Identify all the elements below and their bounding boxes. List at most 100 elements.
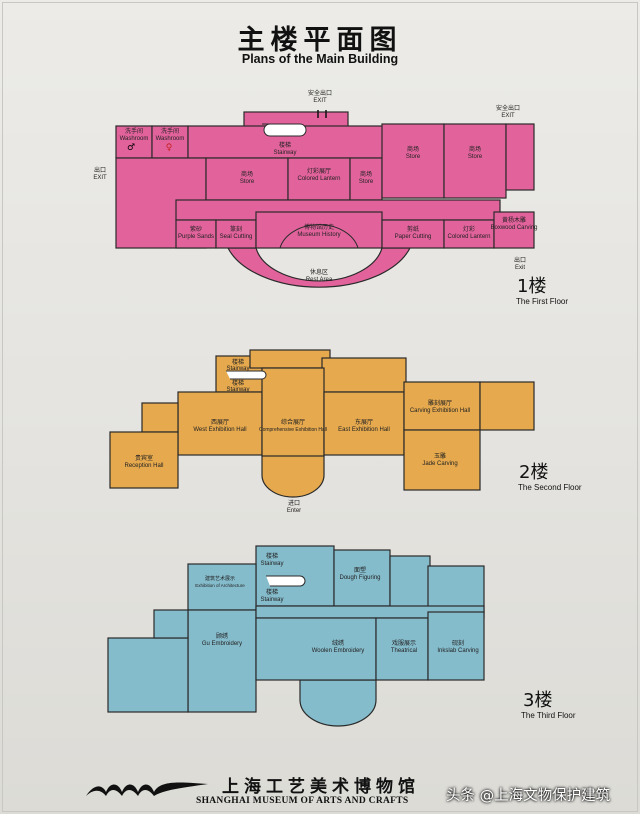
washroom-female-icon: ♀: [166, 143, 173, 153]
label-f3-stair2-cn: 楼梯: [266, 588, 278, 596]
label-seal-cn: 篆刻: [230, 225, 242, 233]
seal-cutting-room: [215, 219, 257, 249]
label-arch-cn: 建筑艺术展示: [205, 575, 235, 582]
label-theatrical-en: Theatrical: [391, 648, 417, 654]
label-stair-cn: 楼梯: [279, 141, 291, 149]
label-west-cn: 西展厅: [211, 419, 229, 426]
woolen-room: [255, 617, 377, 681]
washroom-right: [151, 125, 189, 159]
label-enter-cn: 进口: [288, 499, 300, 507]
label-dough-cn: 面塑: [354, 566, 366, 574]
label-comp-en: Comprehensive Exhibition Hall: [259, 427, 327, 433]
label-store3-cn: 商场: [407, 145, 419, 153]
stair-swirl-icon-2: [226, 370, 267, 380]
label-jade-cn: 玉雕: [434, 452, 446, 460]
museum-name-cn: 上海工艺美术博物馆: [222, 777, 420, 797]
label-rest-cn: 休息区: [310, 268, 328, 276]
label-purple-cn: 紫砂: [190, 225, 202, 233]
label-paper-en: Paper Cutting: [395, 234, 432, 240]
label-reception-cn: 贵宾室: [135, 454, 153, 462]
label-woolen-cn: 绒绣: [332, 639, 344, 647]
label-woolen-en: Woolen Embroidery: [312, 648, 365, 654]
label-store2-en: Store: [359, 179, 374, 185]
floor-2-label-en: The Second Floor: [518, 483, 582, 492]
store-mid: [349, 157, 383, 201]
label-history-cn: 博物馆历史: [304, 223, 334, 231]
label-purple-en: Purple Sands: [178, 234, 214, 240]
west-step-3: [153, 609, 189, 639]
label-west-en: West Exhibition Hall: [193, 427, 246, 433]
label-f3-stair1-en: Stairway: [260, 561, 283, 567]
label-exit-west-cn: 出口: [94, 166, 106, 174]
label-f2-stair2-cn: 楼梯: [232, 379, 244, 387]
jade-room: [403, 429, 481, 491]
store-far-east: [505, 123, 535, 191]
label-arch-en: Exhibition of Architecture: [195, 583, 245, 588]
label-exit-top-cn: 安全出口: [308, 89, 332, 97]
carving-east: [479, 381, 535, 431]
label-comp-cn: 综合展厅: [281, 418, 305, 426]
floor-1-label-en: The First Floor: [516, 297, 569, 306]
west-wing-3: [107, 637, 189, 713]
floor-1-label: 1楼: [517, 276, 547, 297]
label-lantern-en: Colored Lantern: [447, 234, 490, 240]
label-exit-west-en: EXIT: [93, 175, 107, 181]
purple-sands-room: [175, 219, 217, 249]
label-f2-stair2-en: Stairway: [226, 387, 249, 393]
label-lantern-cn: 灯彩: [463, 225, 475, 233]
washroom-male-icon: ♂: [127, 143, 135, 153]
label-jade-en: Jade Carving: [422, 461, 457, 467]
label-store1-en: Store: [240, 179, 255, 185]
label-seal-en: Seal Cutting: [220, 234, 253, 240]
label-exit-top-en: EXIT: [313, 98, 327, 104]
label-exit-right-en: Exit: [515, 265, 525, 271]
stair-swirl-icon-3: [266, 575, 306, 587]
label-store2-cn: 商场: [360, 170, 372, 178]
stair-swirl-icon: [262, 123, 307, 137]
east-top-3: [389, 555, 431, 611]
label-history-en: Museum History: [297, 232, 340, 238]
label-gu-cn: 顾绣: [216, 632, 228, 640]
label-theatrical-cn: 戏服展示: [392, 639, 416, 647]
comprehensive-hall: [261, 367, 325, 457]
paper-cutting-room: [381, 219, 445, 249]
label-washroom2-en: Washroom: [156, 136, 185, 142]
label-store4-cn: 商场: [469, 145, 481, 153]
label-boxwood-cn: 黄杨木雕: [502, 216, 526, 224]
label-lanternhall-cn: 灯彩展厅: [307, 167, 331, 175]
label-east-en: East Exhibition Hall: [338, 427, 390, 433]
label-store1-cn: 商场: [241, 170, 253, 178]
page-title: 主楼平面图: [237, 25, 403, 56]
label-carving-en: Carving Exhibition Hall: [410, 408, 470, 414]
enter-semicircle: [261, 454, 325, 498]
label-washroom1-en: Washroom: [120, 136, 149, 142]
label-lanternhall-en: Colored Lantern: [297, 176, 340, 182]
label-inkslab-en: Inkslab Carving: [437, 648, 478, 654]
architecture-room: [187, 563, 257, 611]
label-f2-stair1-cn: 楼梯: [232, 358, 244, 366]
label-f2-stair1-en: Stairway: [226, 366, 249, 372]
label-reception-en: Reception Hall: [124, 463, 163, 469]
store-east-b: [443, 123, 507, 199]
label-store4-en: Store: [468, 154, 483, 160]
floor-2-label: 2楼: [519, 462, 549, 483]
label-inkslab-cn: 砚刻: [452, 639, 464, 647]
west-wing-2: [141, 402, 179, 433]
label-washroom2-cn: 洗手间: [161, 127, 179, 135]
page-subtitle: Plans of the Main Building: [241, 52, 399, 66]
label-exit-right-cn: 出口: [514, 256, 526, 264]
label-gu-en: Gu Embroidery: [202, 641, 242, 647]
watermark: 头条 @上海文物保护建筑: [446, 788, 611, 804]
museum-logo-icon: [86, 782, 208, 796]
east-far-3: [427, 565, 485, 613]
woolen-semicircle: [299, 679, 377, 727]
floor-3-label-en: The Third Floor: [521, 711, 576, 720]
label-paper-cn: 剪纸: [407, 225, 419, 233]
gu-embroidery: [187, 609, 257, 713]
label-stair-en: Stairway: [273, 150, 296, 156]
label-carving-cn: 雕刻展厅: [428, 399, 452, 407]
label-washroom1-cn: 洗手间: [125, 127, 143, 135]
label-boxwood-en: Boxwood Carving: [490, 225, 537, 231]
